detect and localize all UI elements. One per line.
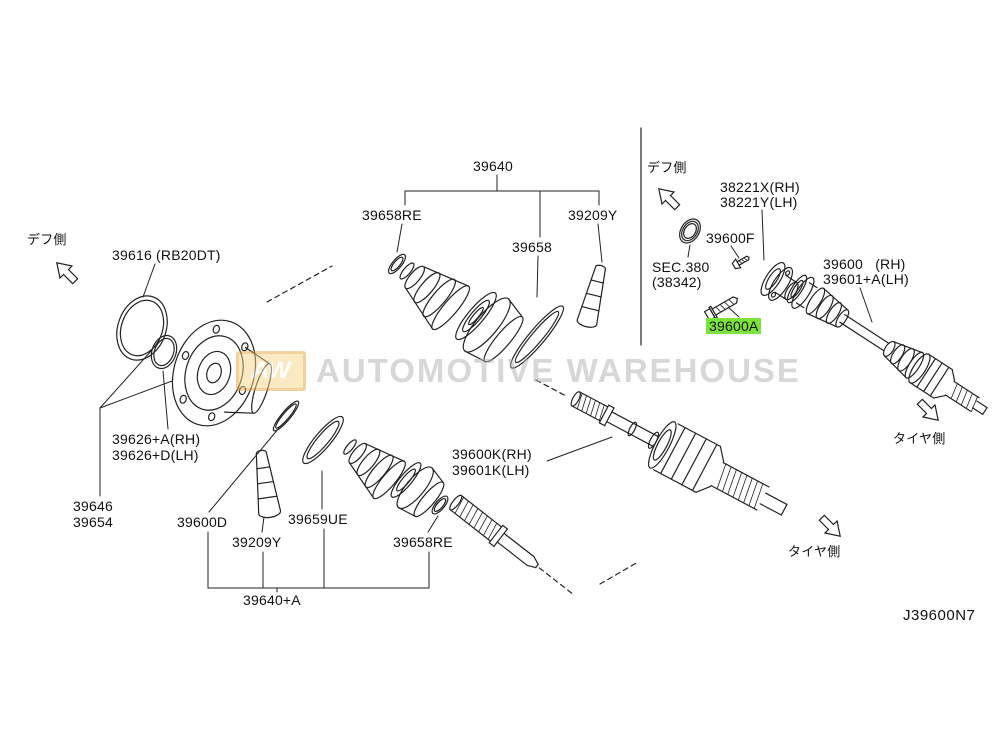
diagram-code: J39600N7 <box>903 607 976 624</box>
circlip-39616-drawing <box>116 295 168 361</box>
part-label-39646[interactable]: 39646 <box>73 498 113 514</box>
stub-shaft-drawing <box>449 494 574 595</box>
companion-flange-38221-drawing <box>760 262 799 301</box>
diff-arrow-right <box>658 188 681 211</box>
part-label-39640[interactable]: 39640 <box>473 158 513 174</box>
part-label-39658RE-top[interactable]: 39658RE <box>362 207 422 223</box>
cv-housing-top-drawing <box>455 291 524 363</box>
part-label-38221Y[interactable]: 38221Y(LH) <box>720 194 798 210</box>
part-label-39658[interactable]: 39658 <box>512 239 552 255</box>
main-drive-shaft-drawing <box>570 391 788 516</box>
direction-label-tire-main: タイヤ側 <box>788 544 841 559</box>
part-label-39600A-highlighted[interactable]: 39600A <box>706 318 762 334</box>
boot-band-39658-drawing <box>509 305 565 369</box>
boot-band-39658RE-bottom-drawing <box>431 495 449 515</box>
boot-band-39658RE-top-drawing <box>387 253 407 275</box>
diff-arrow-left <box>56 262 79 285</box>
part-label-39601A[interactable]: 39601+A(LH) <box>823 271 909 287</box>
part-label-39616[interactable]: 39616 (RB20DT) <box>112 247 221 263</box>
grease-cone-top-drawing <box>576 264 606 328</box>
watermark: AW AUTOMOTIVE WAREHOUSE <box>236 351 801 391</box>
watermark-text: AUTOMOTIVE WAREHOUSE <box>316 352 801 389</box>
boot-band-39659UE-drawing <box>302 415 344 465</box>
part-label-38221X[interactable]: 38221X(RH) <box>720 179 800 195</box>
part-label-39601K[interactable]: 39601K(LH) <box>452 462 530 478</box>
part-label-39600K[interactable]: 39600K(RH) <box>452 446 532 462</box>
section-label-sec380[interactable]: SEC.380 <box>652 259 710 275</box>
assembled-shaft-drawing <box>786 274 988 415</box>
tire-arrow-main <box>818 514 841 537</box>
cv-boot-top-drawing <box>399 262 471 331</box>
direction-label-tire-right: タイヤ側 <box>893 431 946 446</box>
grease-cone-bottom-drawing <box>255 449 282 519</box>
grease-seal-38342-drawing <box>679 218 701 244</box>
part-label-39626D[interactable]: 39626+D(LH) <box>112 447 199 463</box>
watermark-logo: AW <box>236 351 306 391</box>
part-label-39209Y-top[interactable]: 39209Y <box>568 207 618 223</box>
bolt-39600A-drawing <box>703 296 739 322</box>
cv-housing-bottom-drawing <box>390 462 445 518</box>
part-label-39209Y-bottom[interactable]: 39209Y <box>232 534 282 550</box>
part-label-39600D[interactable]: 39600D <box>177 514 228 530</box>
direction-label-diff-left: デフ側 <box>27 232 67 247</box>
assembly-axis-dashes <box>266 265 639 585</box>
part-label-39658RE-bottom[interactable]: 39658RE <box>393 534 453 550</box>
direction-label-diff-right: デフ側 <box>647 160 687 175</box>
part-label-39600[interactable]: 39600 (RH) <box>823 256 906 272</box>
bolt-39600F-drawing <box>731 255 750 270</box>
section-label-38342[interactable]: (38342) <box>652 274 702 290</box>
part-label-39626A[interactable]: 39626+A(RH) <box>112 431 201 447</box>
cv-boot-bottom-drawing <box>343 439 406 500</box>
part-label-39640A[interactable]: 39640+A <box>243 592 301 608</box>
leader-lines <box>99 174 873 593</box>
tire-arrow-right <box>916 398 939 421</box>
part-label-39659UE[interactable]: 39659UE <box>288 511 348 527</box>
part-label-39654[interactable]: 39654 <box>73 514 113 530</box>
snap-ring-39600D-drawing <box>272 400 300 432</box>
snap-ring-39626-drawing <box>150 334 178 370</box>
part-label-39600F[interactable]: 39600F <box>706 230 755 246</box>
